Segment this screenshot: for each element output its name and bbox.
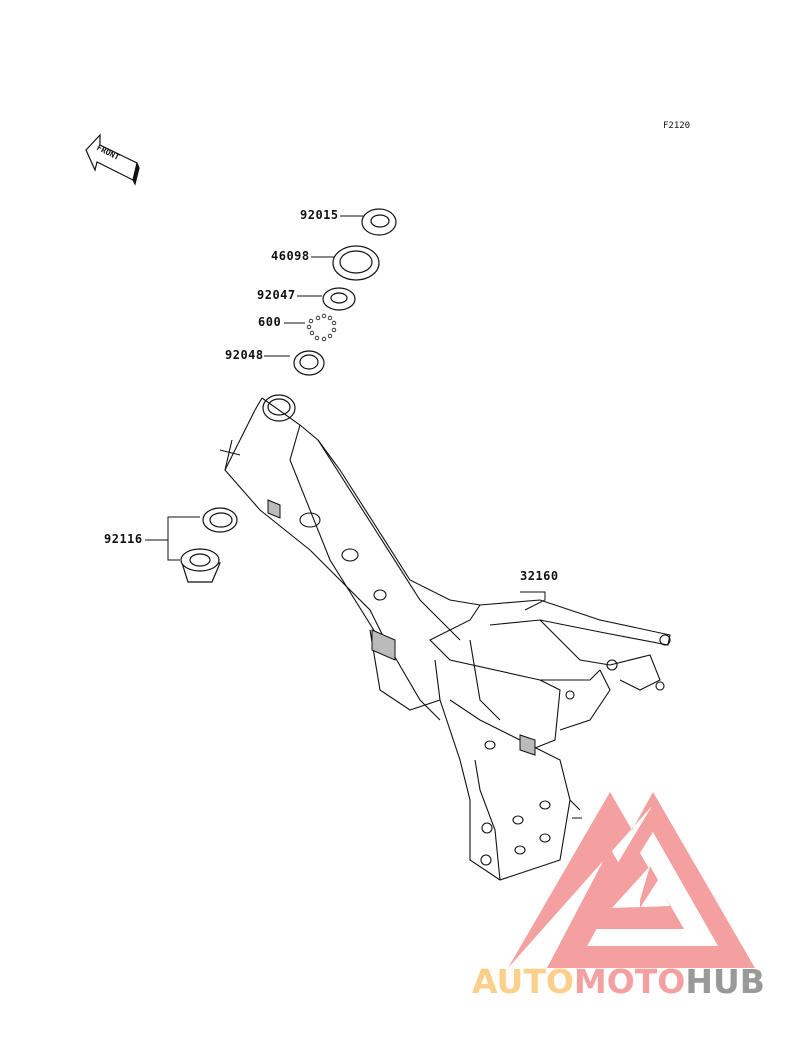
part-label-92048[interactable]: 92048 <box>225 348 264 362</box>
front-arrow-icon <box>85 133 140 186</box>
part-label-600[interactable]: 600 <box>258 315 282 329</box>
part-label-46098[interactable]: 46098 <box>271 249 310 263</box>
frame-brackets <box>267 499 536 756</box>
watermark-hub: HUB <box>685 962 765 1001</box>
frame-32160 <box>219 397 671 881</box>
part-label-92015[interactable]: 92015 <box>300 208 339 222</box>
leader-lines <box>145 215 546 611</box>
part-label-92116[interactable]: 92116 <box>104 532 143 546</box>
figure-code: F2120 <box>663 121 691 131</box>
watermark-text: AUTOMOTOHUB <box>472 962 765 1001</box>
watermark-auto: AUTO <box>472 962 574 1001</box>
part-label-92047[interactable]: 92047 <box>257 288 296 302</box>
steel-balls <box>306 313 337 342</box>
part-label-32160[interactable]: 32160 <box>520 569 559 583</box>
watermark-logo <box>508 792 755 968</box>
watermark-moto: MOTO <box>573 962 686 1001</box>
bearing-parts <box>180 208 397 583</box>
